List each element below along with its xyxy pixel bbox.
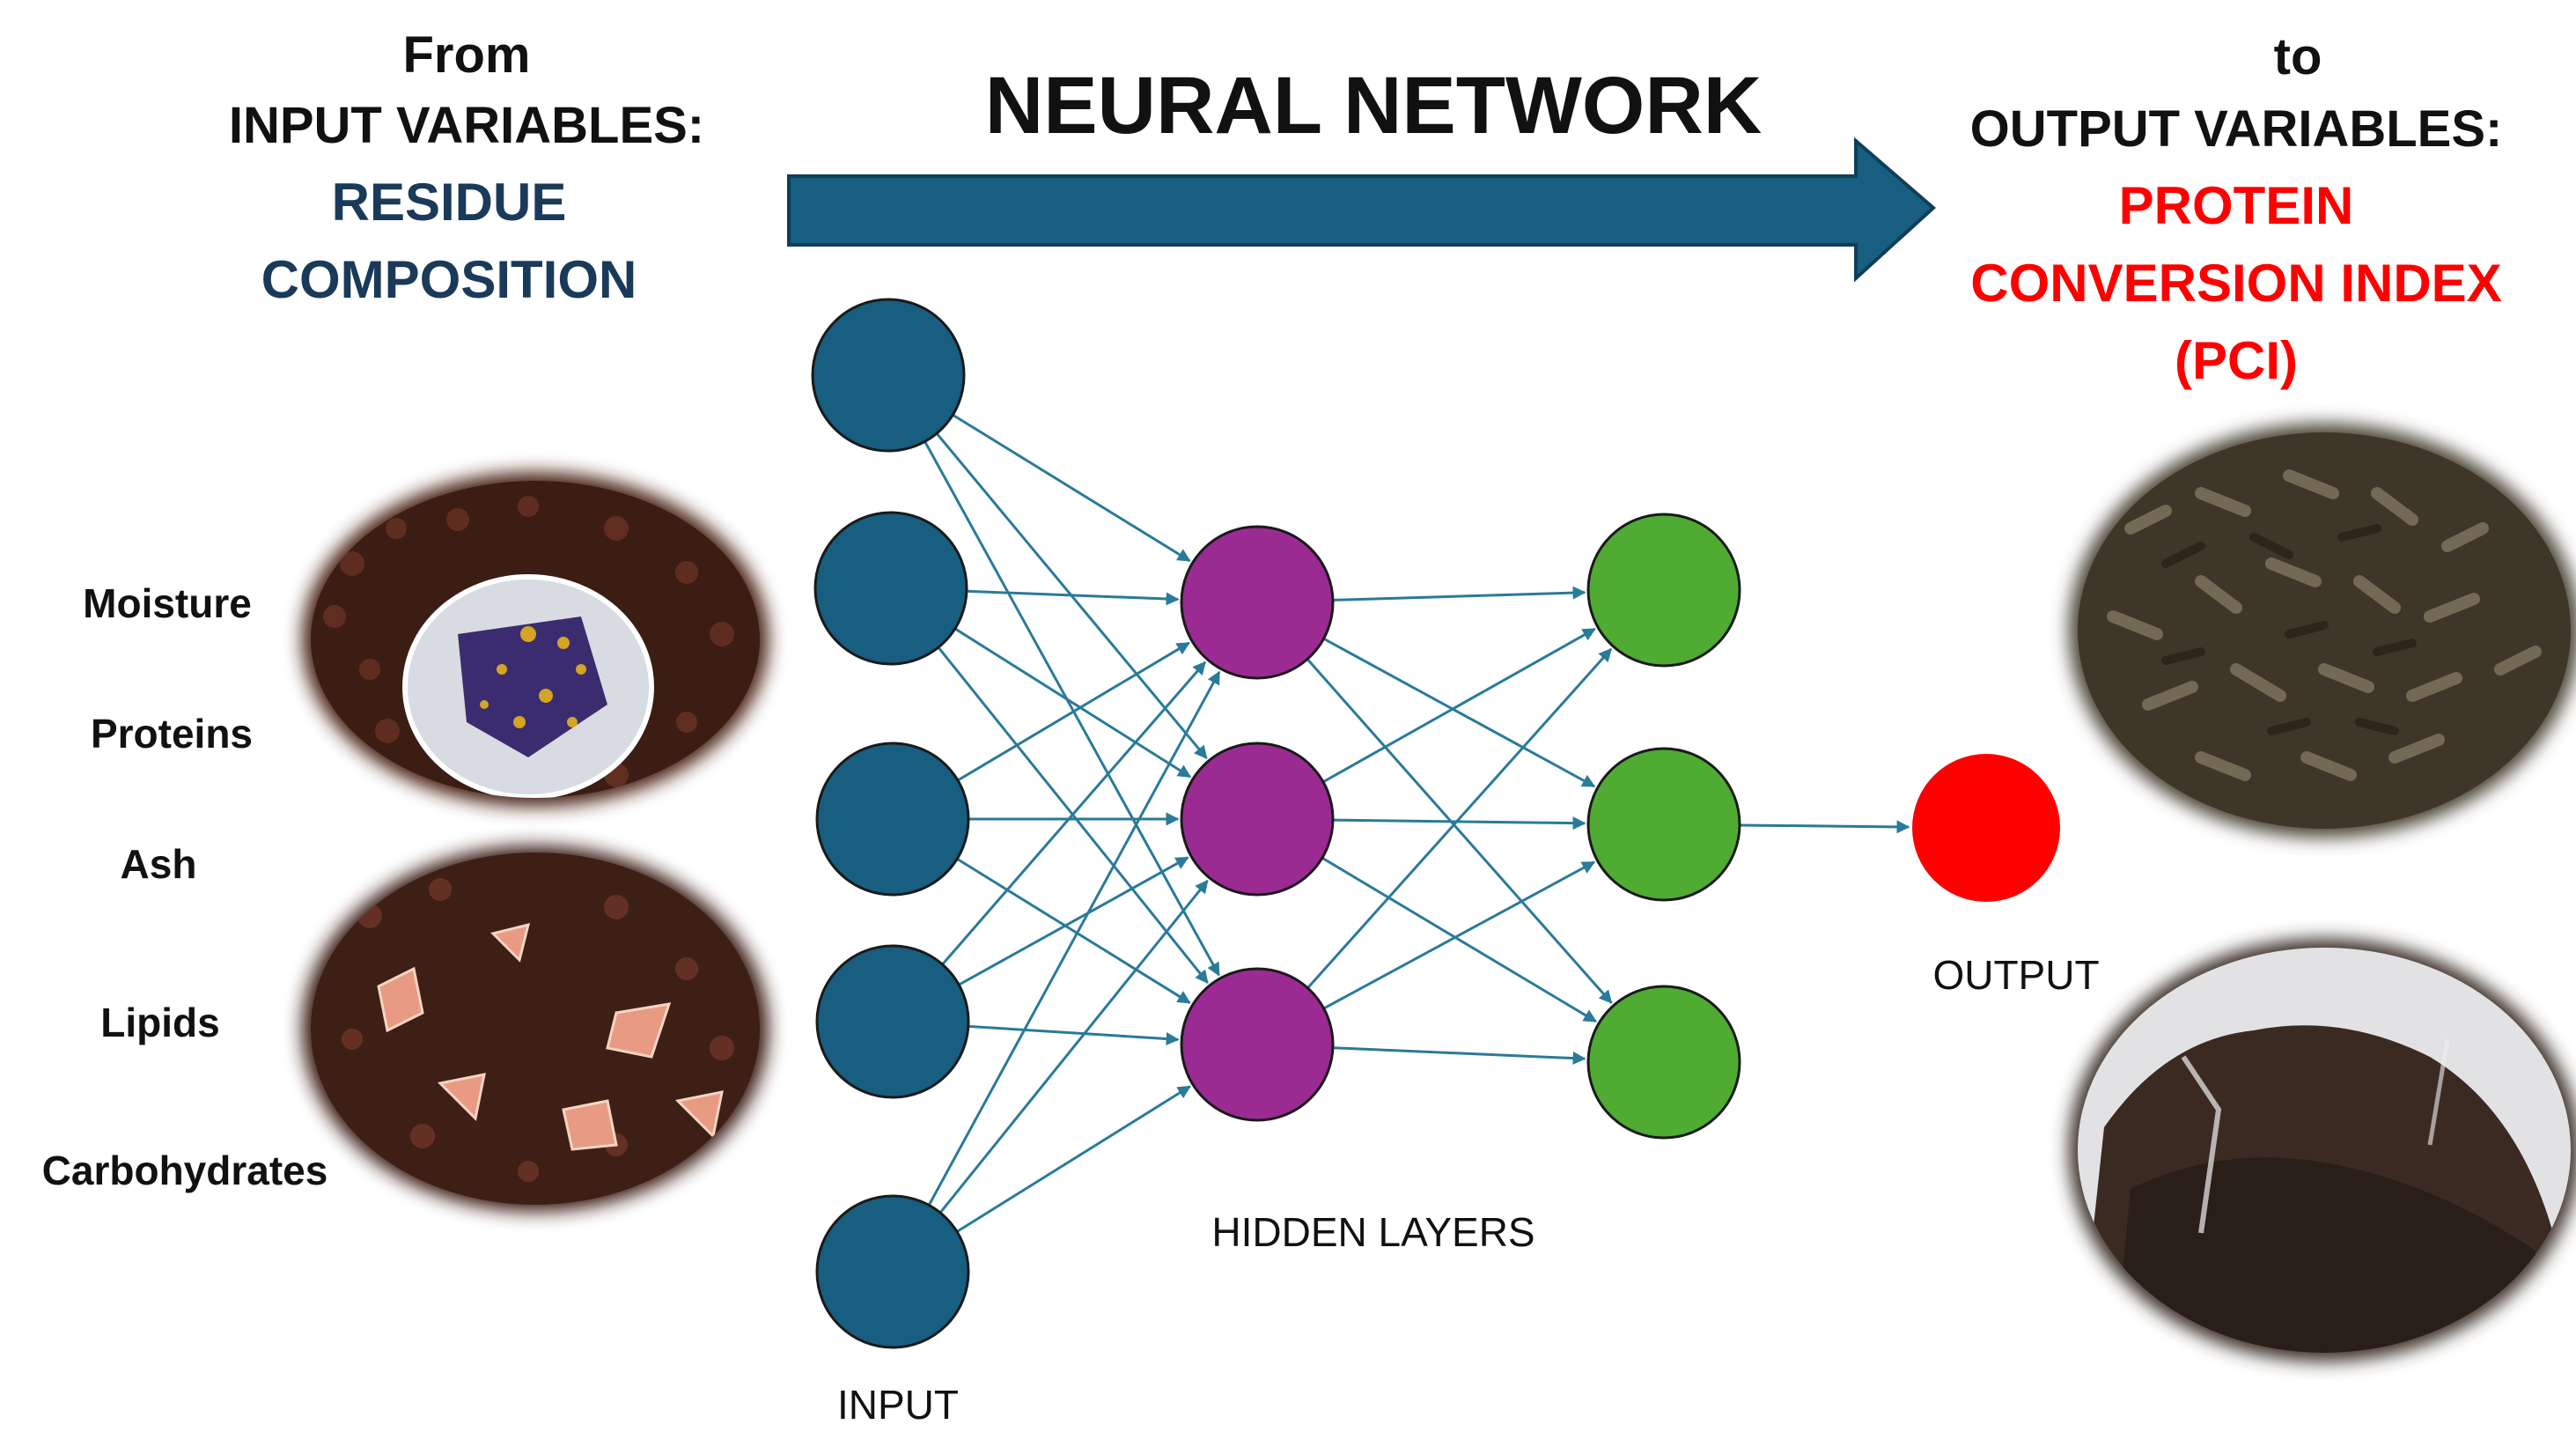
edge-hidden1-1-to-hidden2-3 xyxy=(1306,658,1613,1004)
hidden-layer2-node-2 xyxy=(1586,747,1741,902)
right-header-line5: (PCI) xyxy=(2175,331,2298,390)
input-node-1 xyxy=(811,298,966,453)
powder-bag-photo xyxy=(2069,939,2576,1362)
edge-input-5-to-hidden1-3 xyxy=(956,1085,1191,1233)
edge-hidden1-2-to-hidden2-2 xyxy=(1332,816,1586,830)
edge-hidden1-2-to-hidden2-3 xyxy=(1321,856,1598,1023)
edge-hidden1-1-to-hidden2-2 xyxy=(1322,637,1596,788)
right-header-line1: to xyxy=(2273,28,2322,85)
input-node-5 xyxy=(815,1194,970,1349)
edge-hidden1-3-to-hidden2-2 xyxy=(1322,860,1596,1010)
edge-input-1-to-hidden1-1 xyxy=(952,413,1191,563)
hidden-layer1-node-1 xyxy=(1180,525,1335,680)
edge-input-2-to-hidden1-1 xyxy=(966,589,1180,606)
diagram-title: NEURAL NETWORK xyxy=(984,61,1763,151)
network-nodes xyxy=(811,298,2060,1349)
input-layer-label: INPUT xyxy=(837,1382,959,1428)
edge-hidden1-3-to-hidden2-1 xyxy=(1306,647,1613,989)
input-variable-moisture: Moisture xyxy=(83,580,252,626)
network-connections xyxy=(924,413,1910,1233)
edge-input-4-to-hidden1-1 xyxy=(941,661,1207,966)
left-header-line3: RESIDUE xyxy=(331,173,567,232)
edge-hidden2-to-output xyxy=(1739,820,1910,834)
edge-hidden1-3-to-hidden2-3 xyxy=(1332,1046,1586,1066)
edge-input-2-to-hidden1-2 xyxy=(953,627,1192,779)
hidden-layer1-node-2 xyxy=(1180,742,1335,897)
input-variable-ash: Ash xyxy=(120,841,197,887)
input-variable-carbohydrates: Carbohydrates xyxy=(41,1148,328,1193)
output-node xyxy=(1912,754,2060,902)
hidden-layer1-node-3 xyxy=(1180,967,1335,1122)
edge-input-3-to-hidden1-1 xyxy=(957,641,1190,782)
right-header-line4: CONVERSION INDEX xyxy=(1970,254,2502,313)
edge-input-3-to-hidden1-3 xyxy=(956,857,1191,1004)
edge-hidden1-2-to-hidden2-1 xyxy=(1322,627,1596,784)
residue-photo-1 xyxy=(302,472,769,807)
edge-input-1-to-hidden1-3 xyxy=(924,440,1220,977)
right-header-line3: PROTEIN xyxy=(2118,176,2354,235)
output-layer-label: OUTPUT xyxy=(1932,952,2100,998)
left-header-line1: From xyxy=(402,26,531,84)
input-node-3 xyxy=(815,742,970,897)
left-header-line2: INPUT VARIABLES: xyxy=(228,97,705,154)
input-node-4 xyxy=(815,944,970,1099)
edge-hidden1-1-to-hidden2-1 xyxy=(1332,586,1586,602)
big-arrow-icon xyxy=(787,137,1937,283)
input-variable-lipids: Lipids xyxy=(100,1000,220,1045)
hidden-layer2-node-3 xyxy=(1586,985,1741,1140)
left-header-line4: COMPOSITION xyxy=(261,250,637,309)
edge-input-5-to-hidden1-2 xyxy=(938,879,1209,1214)
residue-photo-2 xyxy=(302,845,769,1212)
input-variable-proteins: Proteins xyxy=(90,711,254,757)
hidden-layer2-node-1 xyxy=(1586,513,1741,668)
right-header-line2: OUTPUT VARIABLES: xyxy=(1969,100,2503,158)
edge-input-5-to-hidden1-1 xyxy=(927,670,1221,1207)
larvae-photo xyxy=(2069,424,2576,838)
input-node-2 xyxy=(813,511,968,666)
hidden-layers-label: HIDDEN LAYERS xyxy=(1211,1209,1535,1255)
edge-input-4-to-hidden1-3 xyxy=(968,1024,1180,1045)
edge-input-4-to-hidden1-2 xyxy=(958,856,1189,986)
